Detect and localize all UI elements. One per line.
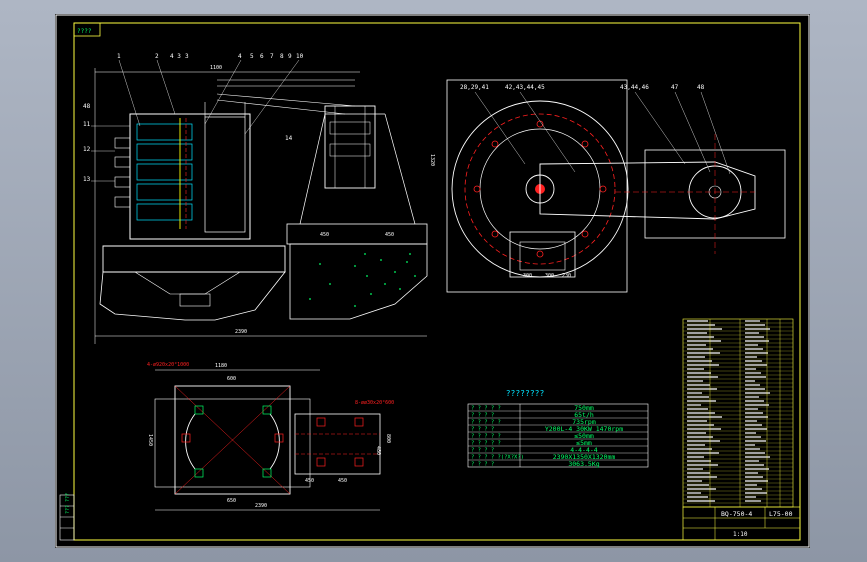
motor: [324, 105, 376, 189]
part-no-4: 4: [238, 53, 242, 60]
spec-row-value: 65t/h: [574, 411, 594, 419]
spec-row-label: ? ? ? ? ?: [471, 406, 501, 412]
dim-plan-bottom: 2390: [255, 503, 267, 509]
dim-plan-w2: 650: [227, 498, 236, 504]
spec-row-value: 735rpm: [572, 418, 596, 426]
part-no-42-45: 42,43,44,45: [505, 84, 545, 91]
spec-row-value: ≤5mm: [576, 439, 592, 447]
revision-strip: [59, 494, 75, 541]
crusher-body: [129, 113, 251, 240]
spec-row-value: ≤50mm: [574, 432, 594, 440]
engineering-drawing: ???? ??? ??? 1100: [55, 14, 810, 548]
part-no-9: 9: [288, 53, 292, 60]
sheet-code: L75-00: [769, 510, 793, 518]
spec-table: ???????? ? ? ? ? ? 750mm ? ? ? ? 65t/h ? ? ?…: [467, 389, 649, 468]
spec-row-label: ? ? ? ? ?(?X?X?): [471, 455, 524, 461]
drawing-number: BQ-750-4: [721, 510, 752, 518]
part-no-3: 3: [185, 53, 189, 60]
part-no-10: 10: [296, 53, 304, 60]
part-no-28-29-41: 28,29,41: [460, 84, 489, 91]
dim-side-a: 300: [523, 273, 532, 279]
part-no-11: 11: [83, 121, 91, 128]
dim-side-b: 300: [545, 273, 554, 279]
spec-row-value: 3063.5Kg: [568, 460, 599, 468]
side-view: 300 300 230 28,29,41 42,43,44,45 43,44,4…: [446, 79, 786, 293]
dim-plan-h1: 800: [385, 434, 391, 443]
plan-left-note: 4-ø920x20°1000: [147, 362, 189, 368]
spec-row-label: ? ? ? ?: [471, 413, 494, 419]
part-no-7: 7: [270, 53, 274, 60]
dim-front-height: 1320: [429, 154, 435, 166]
spec-row-label: ? ? ? ? ?: [471, 420, 501, 426]
dim-plan-v: 1450: [147, 434, 153, 446]
part-no-5: 5: [250, 53, 254, 60]
plan-right-note: 8-øø30x20°600: [355, 400, 394, 406]
part-no-47: 47: [671, 84, 679, 91]
spec-row-label: ? ? ? ?: [471, 427, 494, 433]
belt-guard: [539, 161, 756, 220]
spec-row-label: ? ? ? ?: [471, 448, 494, 454]
dim-plan-top: 1180: [215, 363, 227, 369]
part-no-48: 48: [83, 103, 91, 110]
dim-plan-w4: 450: [338, 478, 347, 484]
part-no-6: 6: [260, 53, 264, 60]
part-no-14: 14: [285, 135, 293, 142]
part-no-43: 4 3: [170, 53, 181, 60]
front-view: 1100: [83, 53, 435, 344]
spec-row-label: ? ? ? ? ?: [471, 434, 501, 440]
drawing-scale: 1:10: [733, 531, 748, 538]
part-no-43-46: 43,44,46: [620, 84, 649, 91]
part-no-12: 12: [83, 146, 91, 153]
dim-front-base-a: 450: [320, 232, 329, 238]
spec-row-value: 750mm: [574, 404, 594, 412]
dim-plan-w3: 450: [305, 478, 314, 484]
side-tag: ??? ???: [65, 493, 71, 514]
spec-row-value: 2390X1350X1320mm: [553, 453, 616, 461]
parts-list: [682, 318, 794, 508]
dim-plan-w1: 600: [227, 376, 236, 382]
spec-row-value: Y200L-4 30KW 1470rpm: [545, 425, 623, 433]
part-no-2: 2: [155, 53, 159, 60]
spec-row-value: 4-4-4-4: [570, 446, 597, 454]
spec-table-title: ????????: [506, 389, 545, 398]
plan-view: 1180 4-ø920x20°1000 8-øø30x20°600 600 65…: [147, 362, 394, 511]
dim-front-bottom: 2390: [235, 329, 247, 335]
dim-plan-h2: 480: [375, 446, 381, 455]
dim-front-top: 1100: [210, 65, 222, 71]
corner-tag: ????: [77, 28, 92, 35]
title-block: BQ-750-4 L75-00 1:10: [682, 506, 801, 541]
dim-front-base-b: 450: [385, 232, 394, 238]
drawing-sheet: ???? ??? ??? 1100: [55, 14, 810, 548]
spec-row-label: ? ? ? ? ?: [471, 441, 501, 447]
spec-row-label: ? ? ? ?: [471, 462, 494, 468]
outer-frame: [55, 14, 810, 548]
inner-frame: [73, 22, 801, 541]
part-no-8: 8: [280, 53, 284, 60]
part-no-1: 1: [117, 53, 121, 60]
part-no-48b: 48: [697, 84, 705, 91]
part-no-13: 13: [83, 176, 91, 183]
dim-side-c: 230: [562, 273, 571, 279]
